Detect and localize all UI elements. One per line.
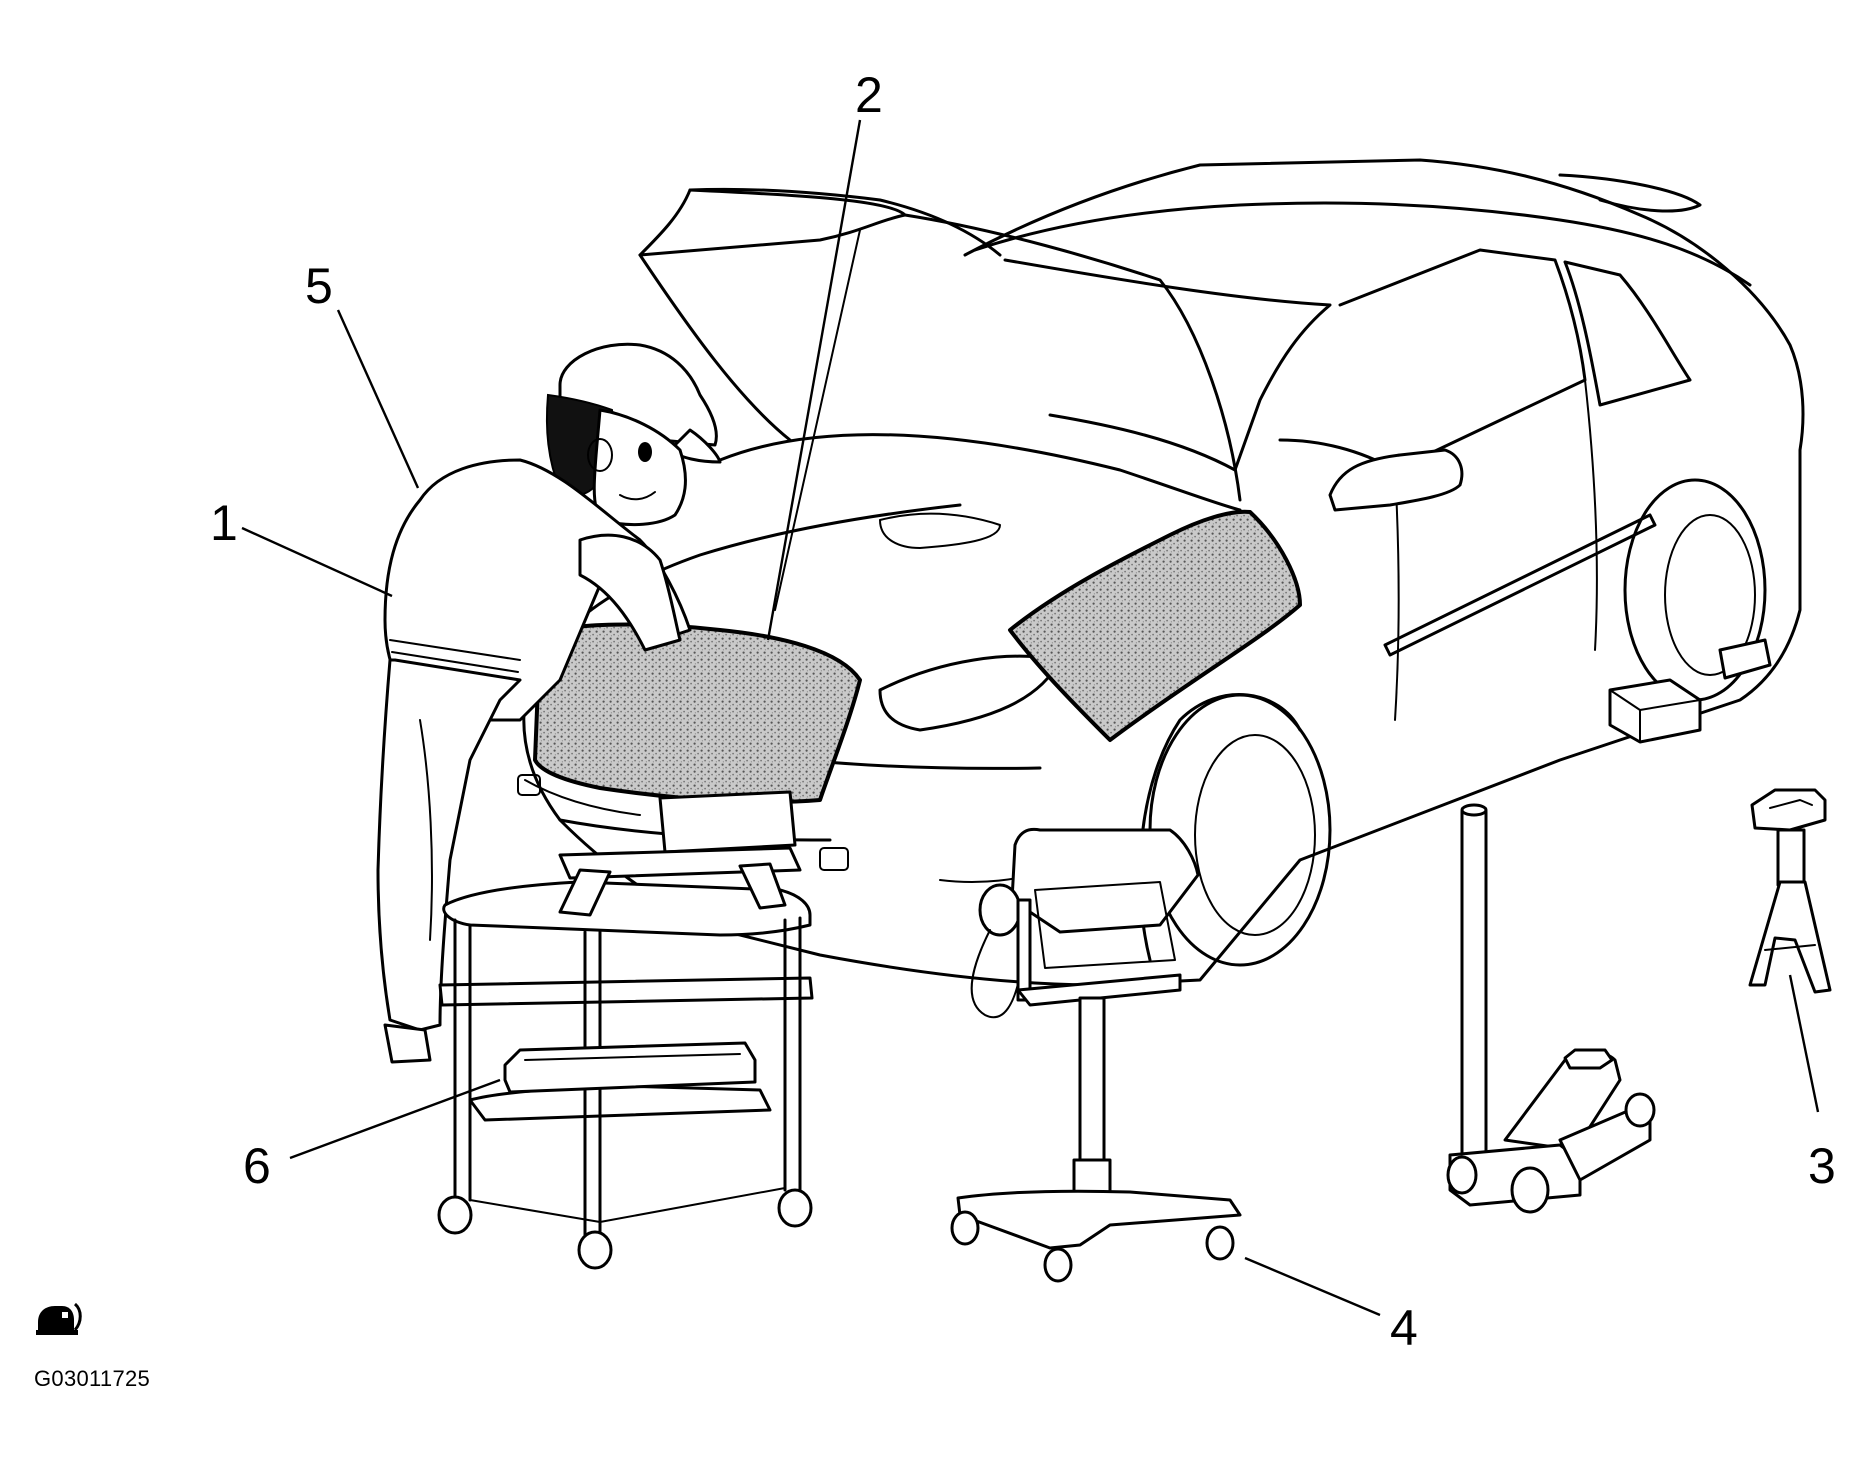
- vehicle-spoiler: [1558, 173, 1702, 213]
- jack-stand-post: [1776, 828, 1806, 887]
- cart-component-leg: [738, 862, 787, 910]
- callout-6: 6: [243, 1138, 271, 1194]
- vehicle-hood-vent: [879, 512, 1001, 549]
- jack-stand-legs: [1748, 880, 1832, 994]
- mechanic-eye: [638, 442, 652, 462]
- leader-1: [241, 526, 393, 598]
- work-light-base: [956, 1189, 1242, 1250]
- vehicle-front-window: [1278, 248, 1587, 472]
- vehicle-support-block-2: [1718, 638, 1772, 680]
- jack-stand-brace: [1764, 944, 1816, 951]
- cart-caster: [437, 1188, 813, 1270]
- cart-top-shelf: [442, 880, 812, 937]
- cart-component-block: [658, 790, 797, 854]
- fender-cover-left: [533, 622, 862, 804]
- floor-jack-wheel: [1446, 1092, 1656, 1214]
- work-light-lens: [1034, 881, 1176, 969]
- mechanic-leg-seam: [419, 719, 433, 941]
- vehicle-support-block-edge: [1609, 689, 1701, 743]
- mechanic-legs: [376, 658, 522, 1032]
- leader-3: [1788, 974, 1820, 1113]
- leader-2: [766, 119, 862, 641]
- jack-stand-saddle-groove: [1769, 799, 1813, 809]
- callout-leaders: [241, 119, 1820, 1317]
- floor-jack-saddle: [1563, 1048, 1614, 1070]
- cart-component-leg: [558, 868, 612, 917]
- jack-stand: [1748, 788, 1832, 994]
- mechanic-figure: [376, 342, 722, 1064]
- leader-4: [1244, 1256, 1381, 1317]
- work-light-knob: [978, 883, 1022, 937]
- vehicle-rear-window: [1563, 260, 1692, 407]
- vehicle-hood-panel: [638, 213, 1242, 502]
- work-light-yoke-bar: [1016, 973, 1182, 1007]
- vehicle-engine-bay: [718, 433, 1242, 512]
- mechanic-ear: [587, 438, 613, 472]
- cart-bottom-frame: [469, 1187, 786, 1223]
- parts-tray: [503, 1041, 757, 1094]
- vehicle-support-block: [1608, 678, 1702, 744]
- vehicle-hood-open: [638, 188, 907, 257]
- vehicle-roof-line: [973, 201, 1752, 287]
- hood-prop-rod: [774, 229, 861, 611]
- vehicle-door-line-rear: [1584, 379, 1598, 651]
- callout-1: 1: [210, 495, 238, 551]
- callout-4: 4: [1390, 1300, 1418, 1356]
- figure-code: G03011725: [34, 1366, 151, 1391]
- jack-stand-saddle: [1750, 788, 1827, 832]
- work-light-cable: [970, 929, 1021, 1019]
- floor-jack-handle: [1460, 806, 1488, 1165]
- parts-tray-inner: [524, 1053, 741, 1061]
- work-light-stand: [950, 827, 1242, 1283]
- vehicle-side-mirror: [1328, 448, 1464, 512]
- floor-jack: [1446, 803, 1656, 1214]
- vehicle-fog-light: [819, 847, 849, 871]
- mechanic-waist-band: [389, 639, 521, 673]
- vehicle-marker-light: [517, 774, 541, 796]
- fender-cover-symbol-icon: [36, 1302, 82, 1335]
- leader-5: [336, 309, 420, 489]
- work-light-pole: [1078, 996, 1106, 1165]
- vehicle-side-trim: [1383, 513, 1657, 657]
- vehicle-front-wheel: [1148, 693, 1332, 967]
- mechanic-arm: [578, 533, 682, 652]
- vehicle-rear-wheel-rim: [1664, 514, 1756, 676]
- vehicle-hood-edge: [688, 187, 1002, 257]
- vehicle-headlight: [878, 654, 1062, 732]
- callout-5: 5: [305, 258, 333, 314]
- work-light-caster: [950, 1210, 1235, 1283]
- callout-3: 3: [1808, 1138, 1836, 1194]
- callout-2: 2: [855, 67, 883, 123]
- fender-cover-right: [1008, 509, 1302, 742]
- cart-middle-rail: [438, 976, 814, 1007]
- vehicle-front-wheel-rim: [1194, 734, 1316, 936]
- mechanic-face: [592, 408, 687, 526]
- vehicle-door-line: [1394, 469, 1400, 721]
- service-cart: [437, 790, 814, 1270]
- mechanic-smile: [619, 491, 656, 501]
- work-light-housing: [1010, 827, 1200, 934]
- work-light-yoke: [1016, 898, 1032, 1002]
- floor-jack-frame: [1558, 1108, 1652, 1182]
- floor-jack-handle-end: [1460, 803, 1488, 817]
- vehicle-windshield: [1003, 258, 1332, 472]
- leader-6: [289, 1078, 501, 1160]
- vehicle: [517, 158, 1805, 987]
- mechanic-hand: [383, 1023, 432, 1064]
- cart-component-stand: [558, 846, 802, 880]
